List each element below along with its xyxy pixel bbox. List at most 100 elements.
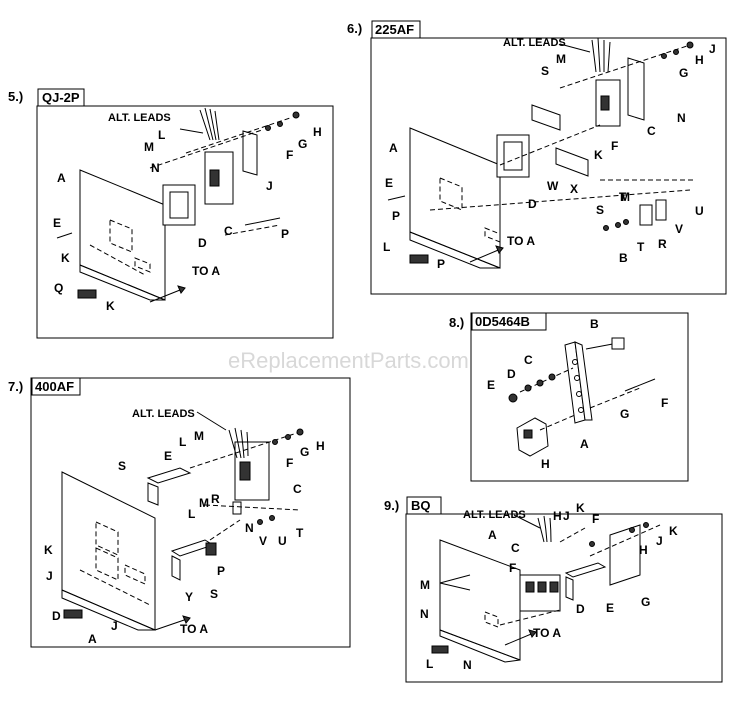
panel-5-alt-leads-wires	[199, 107, 220, 141]
panel-6-label-a: A	[389, 141, 398, 155]
panel-9-part-l	[431, 645, 449, 654]
panel-6-label-p: P	[392, 209, 400, 223]
panel-7-label-d: D	[52, 609, 61, 623]
panel-7-label-m2: M	[199, 496, 209, 510]
panel-9-label-f: F	[509, 561, 516, 575]
panel-6-label-h: H	[695, 53, 704, 67]
panel-6-label-t2: T	[637, 240, 645, 254]
panel-6-label-d: D	[528, 197, 537, 211]
panel-5-label-d: D	[198, 236, 207, 250]
panel-7-label-e: E	[164, 449, 172, 463]
panel-6-part-l	[409, 254, 429, 264]
panel-9-label-h2: H	[639, 543, 648, 557]
panel-7-label-m: M	[194, 429, 204, 443]
panel-8-title-box	[471, 312, 547, 331]
panel-9-label-j2: J	[656, 534, 663, 548]
panel-9-alt-leads-wires	[537, 515, 552, 543]
panel-5-frame	[36, 105, 334, 339]
panel-6-label-k: K	[594, 148, 603, 162]
panel-5-label-j: J	[266, 179, 273, 193]
panel-7-number: 7.)	[8, 379, 23, 394]
panel-5-label-n: N	[151, 161, 160, 175]
panel-9-label-h: H	[553, 509, 562, 523]
panel-7: 7.) 400AF ALT. LEADS TO A A C D E F G H …	[8, 377, 351, 648]
panel-6-alt-leads-wires	[591, 37, 611, 73]
panel-5-screw-p	[244, 217, 281, 226]
panel-7-block-n	[232, 501, 242, 515]
panel-7-label-j2: J	[111, 619, 118, 633]
panel-6-label-p2: P	[437, 257, 445, 271]
panel-6-label-j: J	[709, 42, 716, 56]
panel-7-block-p	[205, 542, 217, 556]
panel-7-label-l2: L	[188, 507, 195, 521]
panel-6-label-t: T	[619, 190, 627, 204]
panel-6-label-r: R	[658, 237, 667, 251]
panel-5: 5.) QJ-2P ALT. LEADS TO A A C	[8, 88, 334, 339]
panel-7-label-j: J	[46, 569, 53, 583]
panel-7-title: 400AF	[35, 379, 74, 394]
panel-9-backplate	[439, 539, 521, 661]
panel-5-label-m: M	[144, 140, 154, 154]
panel-5-part-q	[77, 289, 97, 299]
panel-8-label-b: B	[590, 317, 599, 331]
panel-6: 6.) 225AF ALT. LEADS TO A A B C D E F G	[347, 20, 727, 295]
panel-7-label-s: S	[118, 459, 126, 473]
panel-8-title: 0D5464B	[475, 314, 530, 329]
panel-6-cover-x	[555, 147, 589, 177]
panel-9-label-k: K	[576, 501, 585, 515]
panel-6-label-m: M	[556, 52, 566, 66]
panel-5-title: QJ-2P	[42, 90, 80, 105]
panel-6-label-s2: S	[596, 203, 604, 217]
panel-5-label-k2: K	[106, 299, 115, 313]
panel-9: 9.) BQ ALT. LEADS TO A A C D E F F G H H…	[384, 496, 723, 683]
panel-7-alt-leads: ALT. LEADS	[132, 408, 195, 420]
panel-6-number: 6.)	[347, 21, 362, 36]
panel-7-label-s2: S	[210, 587, 218, 601]
panel-7-frame	[30, 377, 351, 648]
panel-8-label-d: D	[507, 367, 516, 381]
panel-7-to-a-arrow	[154, 617, 191, 631]
panel-6-label-f: F	[611, 139, 618, 153]
panel-5-to-a: TO A	[192, 264, 220, 278]
panel-9-label-n2: N	[463, 658, 472, 672]
panel-9-frame	[405, 513, 723, 683]
panel-5-to-a-arrow	[149, 287, 186, 303]
panel-9-label-e: E	[606, 601, 614, 615]
panel-9-breaker	[519, 574, 561, 612]
panel-6-label-w: W	[547, 179, 559, 193]
panel-7-label-p: P	[217, 564, 225, 578]
panel-9-bracket-e	[564, 562, 607, 578]
panel-7-label-a: A	[88, 632, 97, 646]
panel-9-label-k2: K	[669, 524, 678, 538]
panel-8-label-f: F	[661, 396, 668, 410]
panel-6-block-r	[639, 204, 653, 226]
panel-5-label-k: K	[61, 251, 70, 265]
panel-9-label-m: M	[420, 578, 430, 592]
panel-6-block-v	[655, 199, 667, 221]
panel-6-label-v: V	[675, 222, 683, 236]
panel-7-label-u: U	[278, 534, 287, 548]
panel-9-label-g: G	[641, 595, 650, 609]
panel-6-label-n: N	[677, 111, 686, 125]
panel-5-label-f: F	[286, 148, 293, 162]
panel-9-label-a: A	[488, 528, 497, 542]
panel-8-label-c: C	[524, 353, 533, 367]
panel-7-label-c: C	[293, 482, 302, 496]
panel-5-label-a: A	[57, 171, 66, 185]
panel-9-label-f2: F	[592, 512, 599, 526]
panel-8: 8.) 0D5464B A B C D E F G H	[449, 312, 689, 482]
panel-9-label-n: N	[420, 607, 429, 621]
panel-8-label-g: G	[620, 407, 629, 421]
panel-9-title-box	[406, 496, 442, 515]
panel-5-label-p: P	[281, 227, 289, 241]
panel-6-label-u: U	[695, 204, 704, 218]
panel-7-label-f: F	[286, 456, 293, 470]
panel-7-title-box	[31, 377, 81, 396]
panel-6-label-b: B	[619, 251, 628, 265]
panel-6-label-s: S	[541, 64, 549, 78]
panel-7-label-r: R	[211, 492, 220, 506]
panel-6-label-g: G	[679, 66, 688, 80]
panel-7-part-d	[63, 609, 83, 619]
panel-5-label-g: G	[298, 137, 307, 151]
